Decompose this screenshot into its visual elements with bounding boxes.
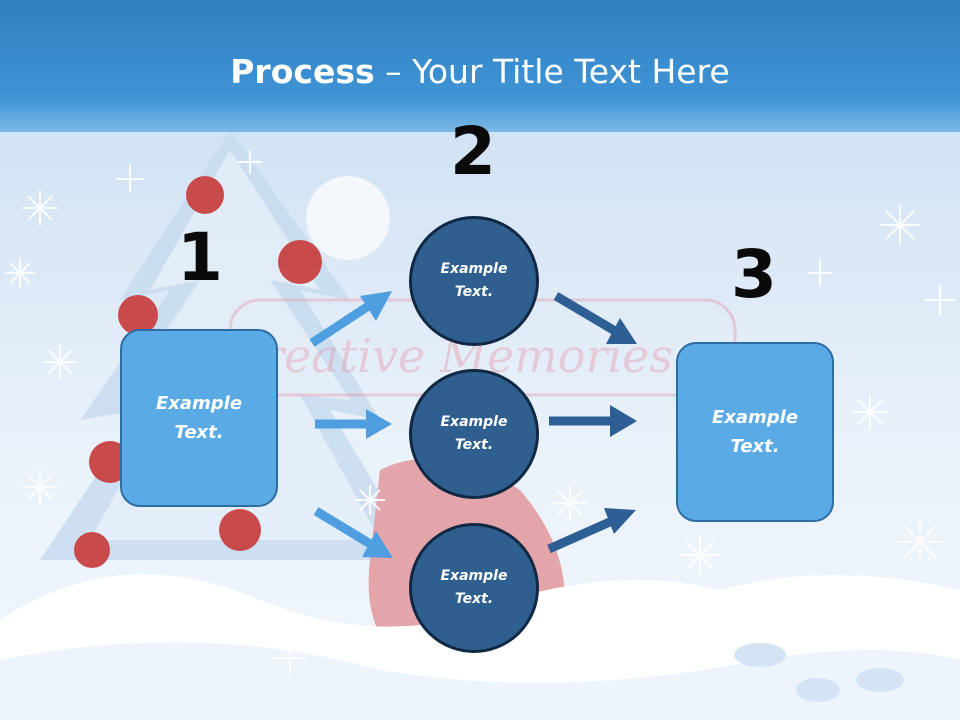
circle-top-text: Example Text.: [441, 258, 508, 304]
circle-middle-text: Example Text.: [441, 411, 508, 457]
circle-middle-line1: Example: [440, 414, 508, 430]
step-3-text-line2: Text.: [730, 436, 780, 457]
step-1-text-line1: Example: [155, 393, 243, 414]
snowflakes: [5, 150, 955, 676]
step-3-box[interactable]: Example Text.: [676, 342, 834, 522]
arrow-from-circle-middle: [549, 405, 637, 437]
step-1-box[interactable]: Example Text.: [120, 329, 278, 507]
circle-middle-line2: Text.: [454, 437, 494, 453]
circle-top-line1: Example: [440, 261, 508, 277]
circle-top-line2: Text.: [454, 284, 494, 300]
step-2-circle-top[interactable]: Example Text.: [409, 216, 539, 346]
slide-title: Process – Your Title Text Here: [0, 52, 960, 91]
circle-bottom-line2: Text.: [454, 591, 494, 607]
step-2-circle-bottom[interactable]: Example Text.: [409, 523, 539, 653]
circle-bottom-text: Example Text.: [441, 565, 508, 611]
step-3-text: Example Text.: [712, 403, 798, 461]
step-1-text: Example Text.: [156, 389, 242, 447]
step-2-circle-middle[interactable]: Example Text.: [409, 369, 539, 499]
step-number-2: 2: [450, 113, 496, 190]
arrow-to-circle-middle: [315, 409, 392, 439]
step-number-3: 3: [731, 236, 777, 313]
arrow-from-circle-top: [553, 292, 637, 344]
step-3-text-line1: Example: [711, 407, 799, 428]
title-bold: Process: [230, 52, 375, 91]
title-rest: – Your Title Text Here: [374, 52, 730, 91]
ornament-balls: [74, 176, 390, 568]
step-1-text-line2: Text.: [174, 422, 224, 443]
arrow-to-circle-bottom: [313, 507, 393, 558]
circle-bottom-line1: Example: [440, 568, 508, 584]
arrow-from-circle-bottom: [547, 508, 636, 554]
arrow-to-circle-top: [309, 291, 392, 347]
step-number-1: 1: [177, 219, 223, 296]
title-bar: [0, 0, 960, 132]
